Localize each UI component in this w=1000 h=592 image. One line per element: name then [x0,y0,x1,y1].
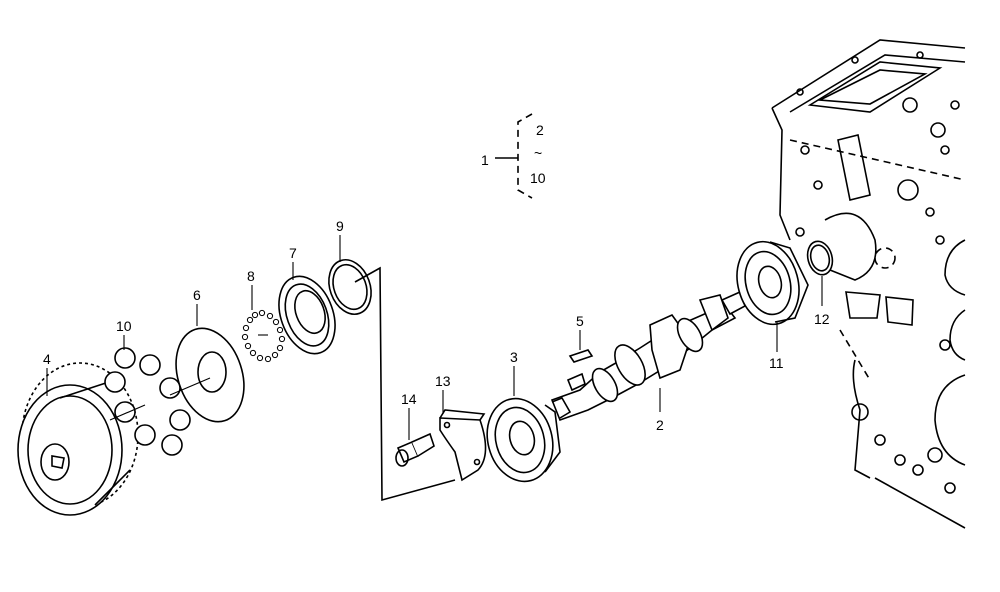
leader-group-line [354,266,456,502]
callout-10-range-end: 10 [530,170,546,186]
thrust-washer-6 [169,327,245,423]
balls-10 [104,347,191,456]
range-symbol: ~ [534,145,542,161]
callout-3: 3 [510,349,518,365]
callout-2: 2 [656,417,664,433]
assembly-bracket [495,113,533,199]
callout-11: 11 [769,355,784,371]
camshaft-2 [550,290,746,422]
callout-7: 7 [289,245,297,261]
bearing-11 [736,240,809,326]
callout-1: 1 [481,152,489,168]
callout-5: 5 [576,313,584,329]
callout-12: 12 [814,311,830,327]
callout-13: 13 [435,373,451,389]
callout-4: 4 [43,351,51,367]
callout-9: 9 [336,218,344,234]
callout-14: 14 [401,391,417,407]
leader-lines [46,235,823,440]
callout-labels: 1 2 ~ 10 4 10 6 8 7 9 14 13 3 5 2 11 12 [43,122,830,433]
bolt-14 [395,432,435,467]
bearing-7 [278,275,336,355]
ball-retainer-8 [241,309,286,363]
callout-8: 8 [247,268,255,284]
engine-block [771,39,966,529]
callout-6: 6 [193,287,201,303]
bearing-3 [486,397,561,483]
callout-2-range-start: 2 [536,122,544,138]
key-5 [568,349,594,363]
bearing-holder-13 [439,409,487,482]
callout-10: 10 [116,318,132,334]
snap-ring-12 [806,240,834,276]
